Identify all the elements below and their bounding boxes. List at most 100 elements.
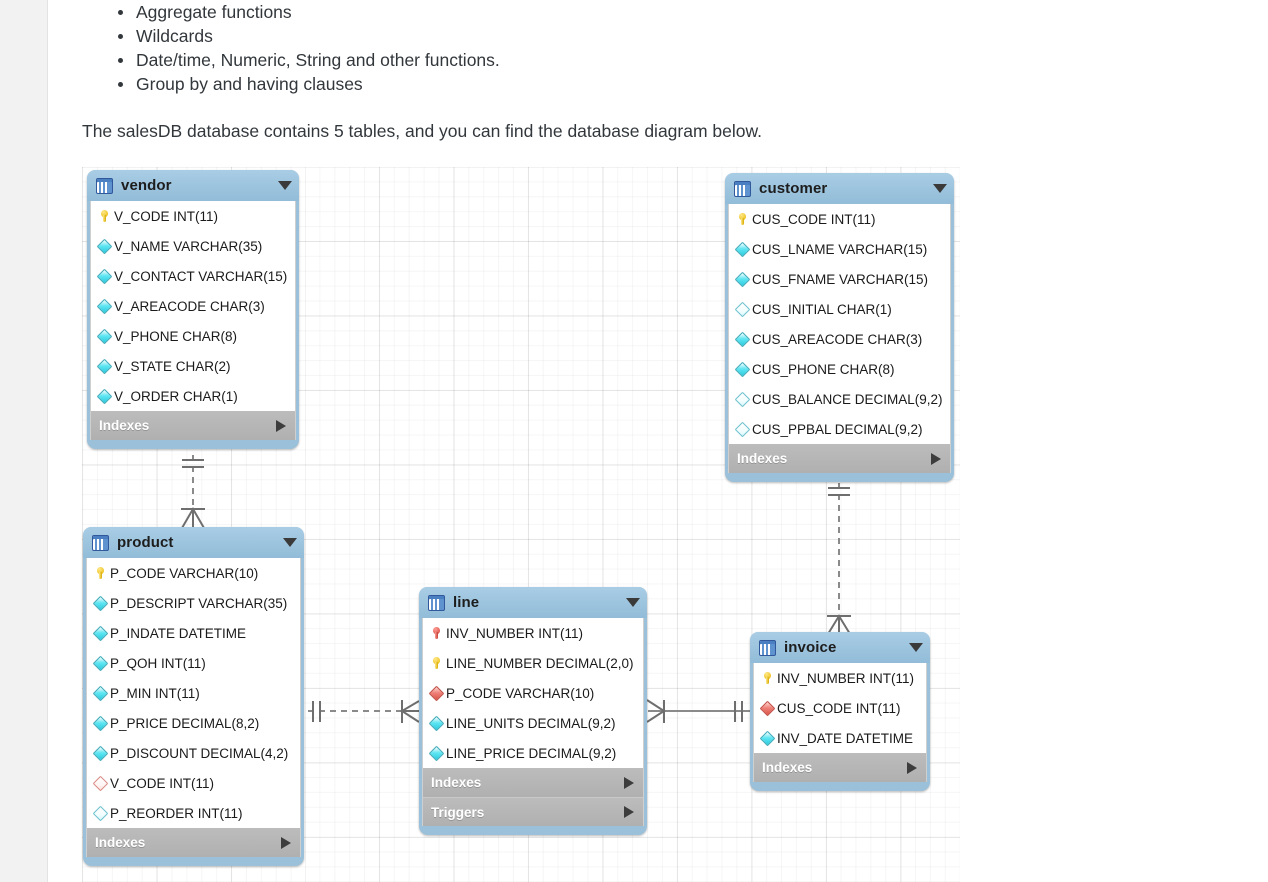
entity-header[interactable]: product bbox=[83, 527, 304, 558]
entity-title: vendor bbox=[121, 177, 172, 194]
column-row[interactable]: V_PHONE CHAR(8) bbox=[91, 321, 295, 351]
column-row[interactable]: V_CONTACT VARCHAR(15) bbox=[91, 261, 295, 291]
column-label: CUS_CODE INT(11) bbox=[752, 211, 876, 227]
column-row[interactable]: CUS_LNAME VARCHAR(15) bbox=[729, 234, 950, 264]
column-diamond-icon bbox=[736, 362, 749, 376]
column-row[interactable]: P_REORDER INT(11) bbox=[87, 798, 300, 828]
column-row[interactable]: LINE_UNITS DECIMAL(9,2) bbox=[423, 708, 643, 738]
column-label: V_NAME VARCHAR(35) bbox=[114, 238, 263, 254]
column-row[interactable]: INV_NUMBER INT(11) bbox=[754, 663, 926, 693]
entity-table-vendor[interactable]: vendor V_CODE INT(11) V_NAME VARCHAR(35)… bbox=[87, 170, 299, 449]
column-row[interactable]: CUS_INITIAL CHAR(1) bbox=[729, 294, 950, 324]
chevron-right-icon[interactable] bbox=[624, 776, 634, 789]
column-row[interactable]: INV_DATE DATETIME bbox=[754, 723, 926, 753]
entity-table-invoice[interactable]: invoice INV_NUMBER INT(11) CUS_CODE INT(… bbox=[750, 632, 930, 791]
section-label: Indexes bbox=[737, 451, 788, 466]
column-diamond-icon bbox=[98, 389, 111, 403]
entity-title: line bbox=[453, 594, 480, 611]
column-diamond-icon bbox=[98, 359, 111, 373]
column-row[interactable]: V_STATE CHAR(2) bbox=[91, 351, 295, 381]
column-row[interactable]: CUS_PPBAL DECIMAL(9,2) bbox=[729, 414, 950, 444]
chevron-right-icon[interactable] bbox=[281, 836, 291, 849]
column-row[interactable]: CUS_CODE INT(11) bbox=[729, 204, 950, 234]
section-indexes[interactable]: Indexes bbox=[753, 753, 927, 782]
table-icon bbox=[96, 177, 113, 194]
chevron-right-icon[interactable] bbox=[276, 419, 286, 432]
chevron-down-icon[interactable] bbox=[283, 538, 297, 547]
primary-foreign-key-icon bbox=[430, 626, 443, 640]
entity-columns: P_CODE VARCHAR(10) P_DESCRIPT VARCHAR(35… bbox=[86, 558, 301, 828]
column-row[interactable]: V_CODE INT(11) bbox=[91, 201, 295, 231]
entity-table-product[interactable]: product P_CODE VARCHAR(10) P_DESCRIPT VA… bbox=[83, 527, 304, 866]
section-indexes[interactable]: Indexes bbox=[422, 768, 644, 797]
entity-header[interactable]: customer bbox=[725, 173, 954, 204]
column-row[interactable]: INV_NUMBER INT(11) bbox=[423, 618, 643, 648]
column-label: V_AREACODE CHAR(3) bbox=[114, 298, 265, 314]
column-row[interactable]: P_DESCRIPT VARCHAR(35) bbox=[87, 588, 300, 618]
column-diamond-icon bbox=[736, 272, 749, 286]
column-row[interactable]: LINE_NUMBER DECIMAL(2,0) bbox=[423, 648, 643, 678]
entity-table-line[interactable]: line INV_NUMBER INT(11) LINE_NUMBER DECI… bbox=[419, 587, 647, 835]
chevron-right-icon[interactable] bbox=[624, 806, 634, 818]
column-row[interactable]: CUS_CODE INT(11) bbox=[754, 693, 926, 723]
chevron-down-icon[interactable] bbox=[933, 184, 947, 193]
chevron-down-icon[interactable] bbox=[909, 643, 923, 652]
column-row[interactable]: P_DISCOUNT DECIMAL(4,2) bbox=[87, 738, 300, 768]
column-row[interactable]: V_NAME VARCHAR(35) bbox=[91, 231, 295, 261]
column-row[interactable]: LINE_PRICE DECIMAL(9,2) bbox=[423, 738, 643, 768]
column-diamond-icon bbox=[94, 656, 107, 670]
column-label: CUS_LNAME VARCHAR(15) bbox=[752, 241, 928, 257]
column-label: V_STATE CHAR(2) bbox=[114, 358, 231, 374]
column-row[interactable]: CUS_BALANCE DECIMAL(9,2) bbox=[729, 384, 950, 414]
column-label: INV_NUMBER INT(11) bbox=[777, 670, 915, 686]
chevron-down-icon[interactable] bbox=[278, 181, 292, 190]
column-row[interactable]: V_ORDER CHAR(1) bbox=[91, 381, 295, 411]
chevron-right-icon[interactable] bbox=[907, 761, 917, 774]
column-diamond-icon bbox=[98, 269, 111, 283]
column-diamond-icon bbox=[98, 329, 111, 343]
column-row[interactable]: P_QOH INT(11) bbox=[87, 648, 300, 678]
column-label: V_PHONE CHAR(8) bbox=[114, 328, 238, 344]
chevron-down-icon[interactable] bbox=[626, 598, 640, 607]
section-indexes[interactable]: Indexes bbox=[86, 828, 301, 857]
entity-title: product bbox=[117, 534, 174, 551]
section-indexes[interactable]: Indexes bbox=[90, 411, 296, 440]
column-row[interactable]: P_CODE VARCHAR(10) bbox=[423, 678, 643, 708]
column-row[interactable]: P_CODE VARCHAR(10) bbox=[87, 558, 300, 588]
column-diamond-icon bbox=[430, 746, 443, 760]
column-row[interactable]: P_MIN INT(11) bbox=[87, 678, 300, 708]
column-row[interactable]: P_INDATE DATETIME bbox=[87, 618, 300, 648]
column-label: CUS_CODE INT(11) bbox=[777, 700, 901, 716]
column-row[interactable]: CUS_FNAME VARCHAR(15) bbox=[729, 264, 950, 294]
column-diamond-icon bbox=[94, 716, 107, 730]
chevron-right-icon[interactable] bbox=[931, 452, 941, 465]
column-label: CUS_BALANCE DECIMAL(9,2) bbox=[752, 391, 943, 407]
section-label: Indexes bbox=[431, 775, 482, 790]
table-icon bbox=[92, 534, 109, 551]
column-diamond-icon bbox=[736, 242, 749, 256]
section-indexes[interactable]: Indexes bbox=[728, 444, 951, 473]
column-label: LINE_NUMBER DECIMAL(2,0) bbox=[446, 655, 634, 671]
column-label: CUS_AREACODE CHAR(3) bbox=[752, 331, 923, 347]
column-diamond-nullable-icon bbox=[736, 422, 749, 436]
column-row[interactable]: P_PRICE DECIMAL(8,2) bbox=[87, 708, 300, 738]
entity-header[interactable]: invoice bbox=[750, 632, 930, 663]
entity-table-customer[interactable]: customer CUS_CODE INT(11) CUS_LNAME VARC… bbox=[725, 173, 954, 482]
column-diamond-icon bbox=[94, 746, 107, 760]
column-label: P_CODE VARCHAR(10) bbox=[446, 685, 595, 701]
section-label: Indexes bbox=[95, 835, 146, 850]
column-row[interactable]: V_CODE INT(11) bbox=[87, 768, 300, 798]
entity-header[interactable]: vendor bbox=[87, 170, 299, 201]
table-icon bbox=[734, 180, 751, 197]
foreign-key-diamond-icon bbox=[94, 776, 107, 790]
column-row[interactable]: CUS_PHONE CHAR(8) bbox=[729, 354, 950, 384]
column-label: CUS_PPBAL DECIMAL(9,2) bbox=[752, 421, 923, 437]
entity-columns: INV_NUMBER INT(11) LINE_NUMBER DECIMAL(2… bbox=[422, 618, 644, 768]
section-label: Indexes bbox=[99, 418, 150, 433]
column-diamond-nullable-icon bbox=[94, 806, 107, 820]
column-row[interactable]: CUS_AREACODE CHAR(3) bbox=[729, 324, 950, 354]
column-label: INV_NUMBER INT(11) bbox=[446, 625, 584, 641]
column-row[interactable]: V_AREACODE CHAR(3) bbox=[91, 291, 295, 321]
section-triggers[interactable]: Triggers bbox=[422, 797, 644, 826]
entity-header[interactable]: line bbox=[419, 587, 647, 618]
